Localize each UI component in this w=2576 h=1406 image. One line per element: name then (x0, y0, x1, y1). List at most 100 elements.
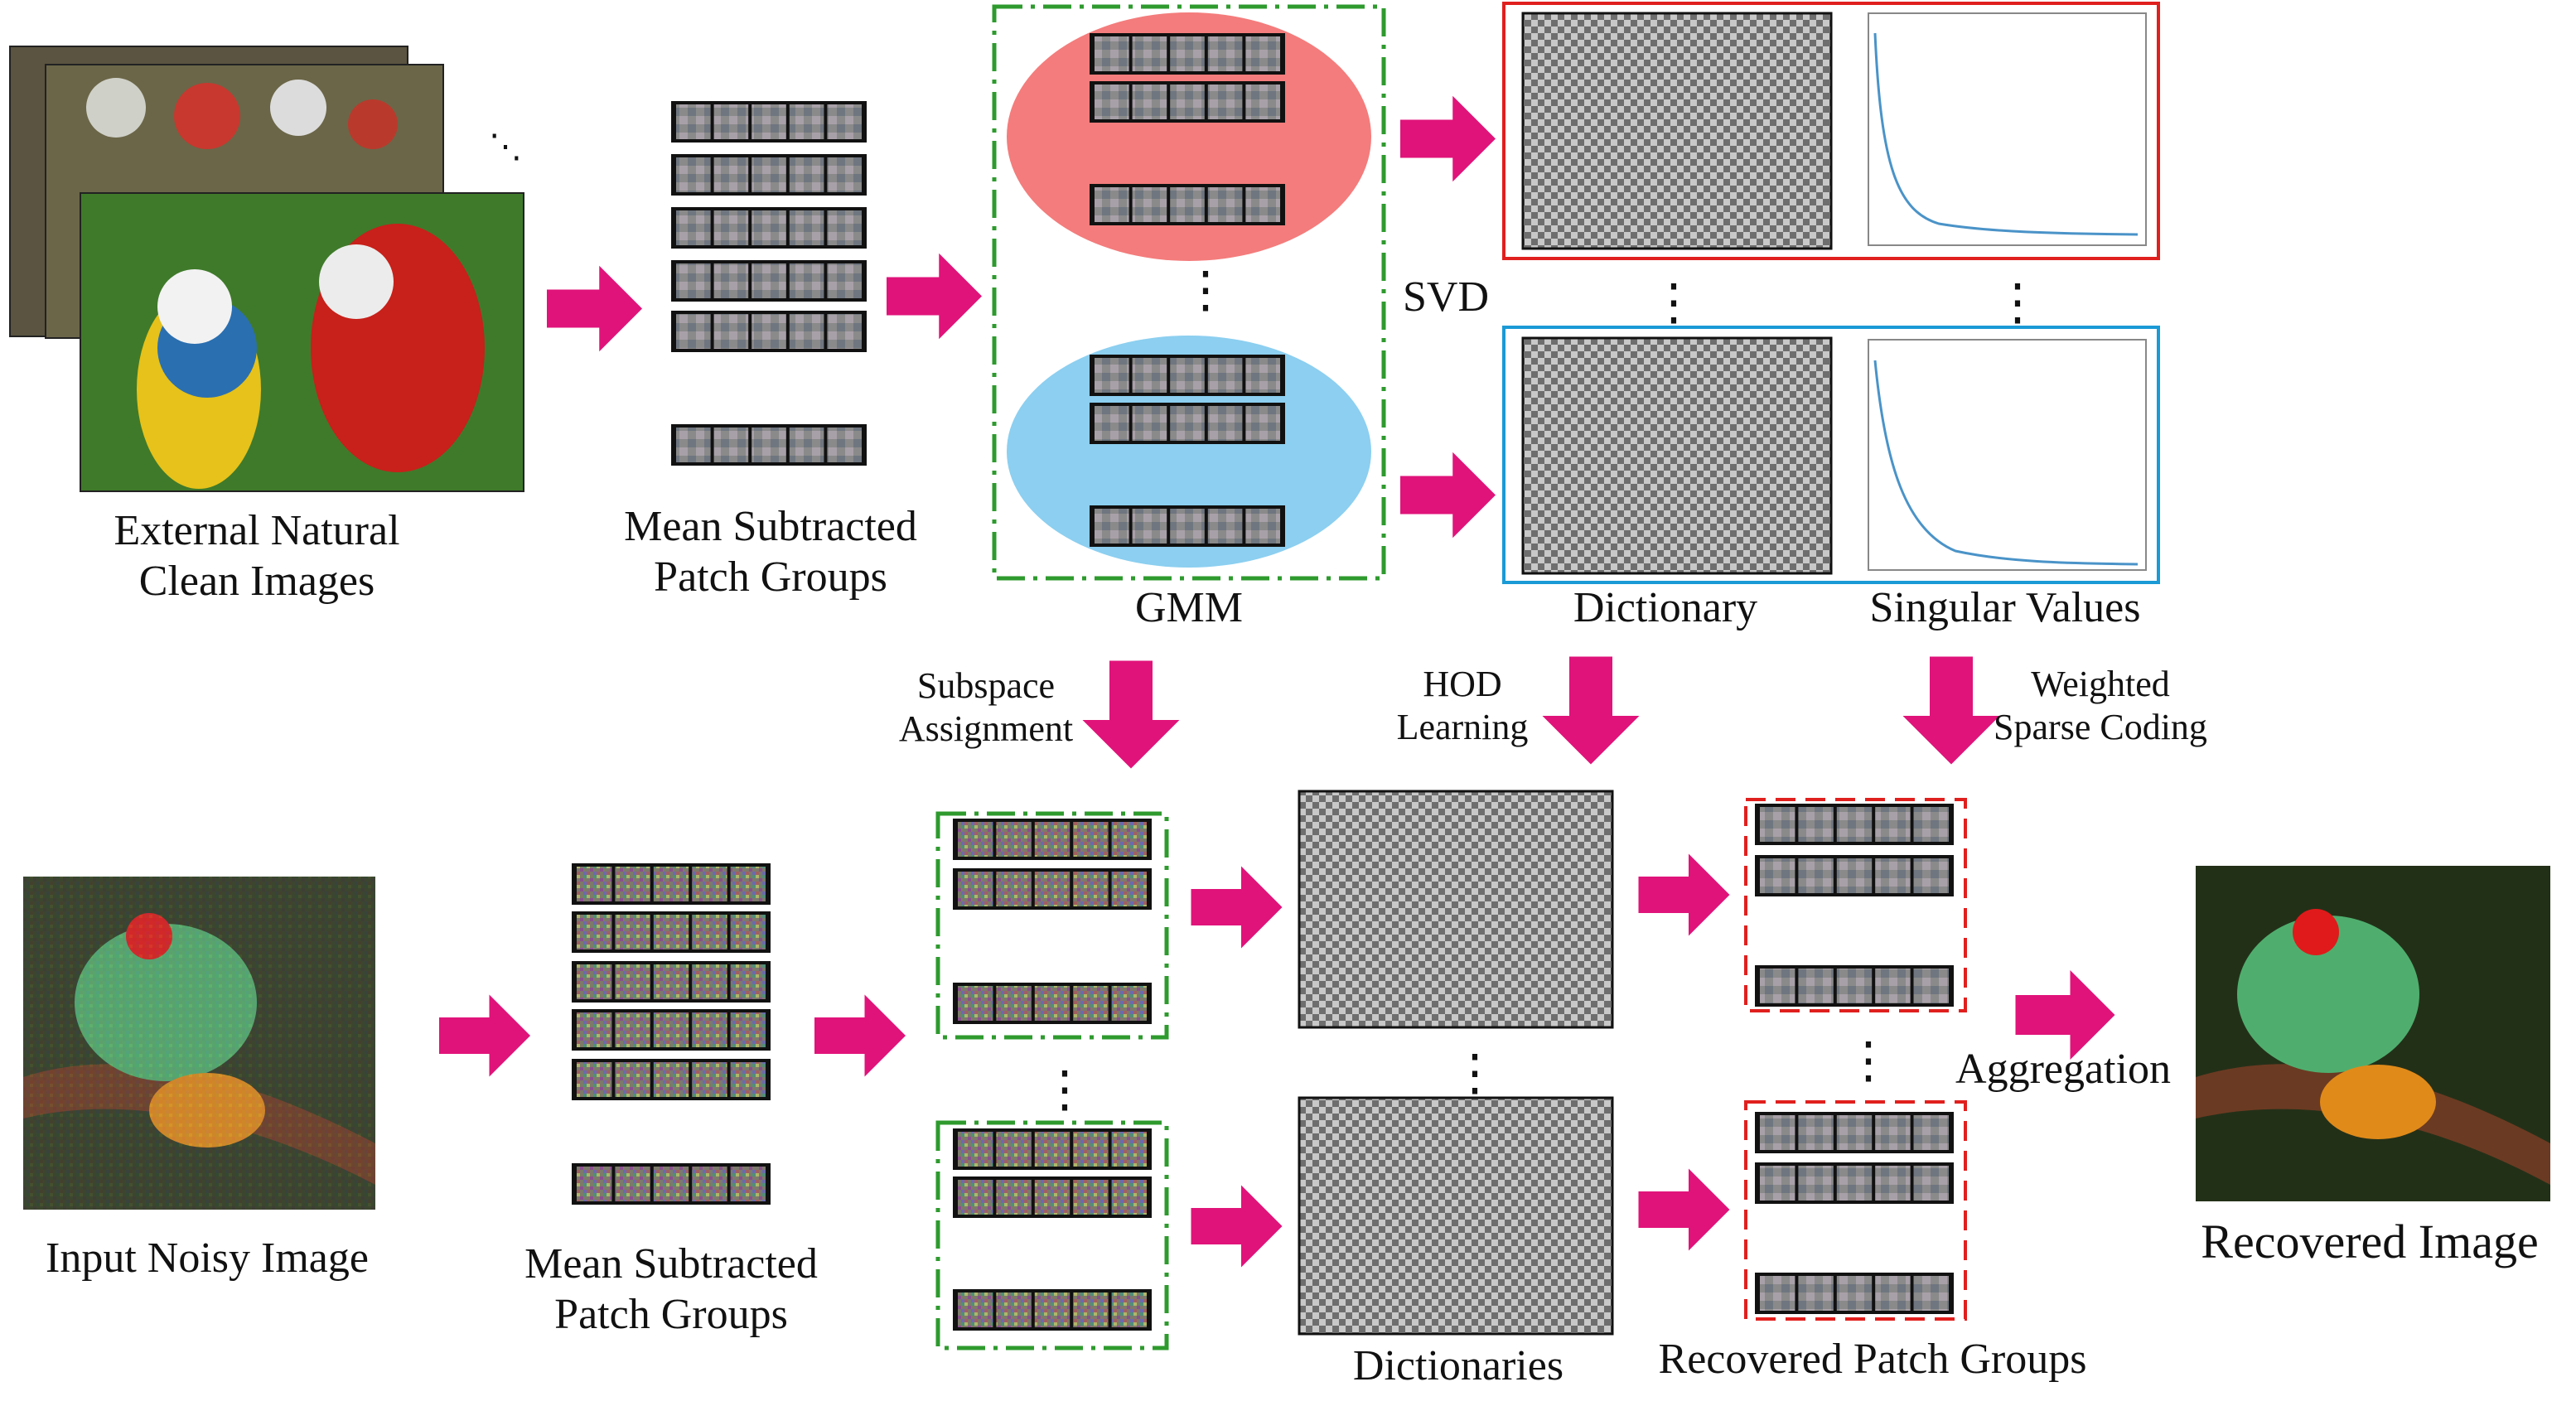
patch-cell (1132, 509, 1167, 544)
patch-cell (1034, 872, 1071, 906)
patch-cell (676, 428, 711, 462)
patch-cell (1073, 872, 1109, 906)
patch-cell (615, 964, 650, 999)
patch-cell (730, 964, 766, 999)
patch-cell (1111, 822, 1147, 857)
patch-cell (1170, 36, 1205, 71)
patch-cell (615, 1062, 650, 1097)
patch-cell (1111, 1132, 1147, 1167)
ellipsis-dots-icon: ⋮ (1450, 1046, 1500, 1100)
subspace-group-1 (953, 819, 1152, 1024)
arrow-right-icon (1191, 1185, 1283, 1268)
input-noisy-label: Input Noisy Image (46, 1234, 369, 1282)
hod-label-line1: HOD (1423, 664, 1502, 704)
patch-cell (692, 1062, 727, 1097)
patch-cell (789, 314, 824, 349)
patch-cell (1875, 1115, 1911, 1150)
patch-cell (827, 210, 862, 245)
patch-cell (676, 263, 711, 298)
external-clean-images: ⋱ (9, 46, 524, 492)
patch-cell (1095, 406, 1129, 441)
patch-cell (789, 104, 824, 139)
weighted-label-line2: Sparse Coding (1994, 706, 2207, 747)
svd-label: SVD (1402, 273, 1490, 321)
patch-cell (1760, 1166, 1795, 1201)
patch-cell (1875, 1166, 1911, 1201)
mean-subtracted-patch-groups-bottom (572, 863, 771, 1205)
dictionary-label: Dictionary (1573, 584, 1758, 631)
patch-cell (615, 1167, 650, 1201)
recovered-group-2 (1755, 1112, 1954, 1314)
patch-cell (713, 157, 749, 192)
patch-cell (752, 263, 786, 298)
patch-cell (730, 1167, 766, 1201)
patch-cell (958, 1132, 993, 1167)
ellipsis-dots-icon: ⋮ (1649, 275, 1699, 330)
patch-cell (1760, 858, 1795, 893)
patch-cell (1073, 1180, 1109, 1215)
patch-cell (1875, 807, 1911, 842)
patch-cell (1245, 509, 1280, 544)
patch-cell (653, 867, 689, 901)
subspace-group-2 (953, 1128, 1152, 1331)
patch-cell (1836, 807, 1873, 842)
patch-cell (653, 1062, 689, 1097)
patch-cell (653, 964, 689, 999)
gmm-cluster-top-patches (1090, 33, 1285, 225)
patch-cell (1760, 969, 1795, 1003)
mean-bottom-label-line2: Patch Groups (554, 1291, 788, 1339)
arrow-down-icon (1542, 656, 1640, 765)
arrow-right-icon (1191, 866, 1283, 949)
patch-cell (692, 964, 727, 999)
patch-cell (577, 1012, 612, 1047)
patch-cell (653, 1012, 689, 1047)
external-images-label-line1: External Natural (114, 507, 400, 554)
patch-cell (996, 1180, 1032, 1215)
dictionaries-label: Dictionaries (1352, 1342, 1564, 1389)
patch-cell (1095, 85, 1129, 119)
patch-cell (1913, 1166, 1949, 1201)
patch-cell (1095, 509, 1129, 544)
mean-subtracted-patch-groups-top (671, 101, 867, 466)
patch-cell (577, 1167, 612, 1201)
patch-cell (752, 104, 786, 139)
patch-cell (752, 428, 786, 462)
patch-cell (1132, 36, 1167, 71)
patch-cell (1245, 358, 1280, 393)
dictionaries-grids (1298, 790, 1614, 1336)
patch-cell (1836, 1115, 1873, 1150)
subspace-label-line1: Subspace (916, 665, 1056, 706)
patch-cell (958, 1180, 993, 1215)
ellipsis-dots-icon: ⋮ (1993, 275, 2042, 330)
patch-cell (692, 1167, 727, 1201)
patch-cell (713, 104, 749, 139)
patch-cell (1245, 406, 1280, 441)
patch-cell (730, 1062, 766, 1097)
patch-cell (958, 986, 993, 1021)
recovered-image (2196, 866, 2550, 1201)
patch-cell (577, 915, 612, 949)
patch-cell (1034, 822, 1071, 857)
patch-cell (789, 210, 824, 245)
hod-label-line2: Learning (1396, 706, 1529, 747)
patch-cell (577, 867, 612, 901)
patch-cell (1798, 969, 1834, 1003)
patch-cell (615, 1012, 650, 1047)
patch-cell (1245, 36, 1280, 71)
patch-cell (958, 872, 993, 906)
patch-cell (730, 915, 766, 949)
patch-cell (1034, 1132, 1071, 1167)
patch-cell (752, 314, 786, 349)
patch-cell (752, 210, 786, 245)
patch-cell (1836, 1166, 1873, 1201)
patch-cell (1913, 969, 1949, 1003)
arrow-down-icon (1082, 660, 1180, 769)
patch-cell (1111, 986, 1147, 1021)
patch-cell (676, 210, 711, 245)
recovered-image-label: Recovered Image (2201, 1215, 2539, 1268)
ellipsis-dots-icon: ⋮ (1181, 263, 1230, 317)
patch-cell (1245, 85, 1280, 119)
input-noisy-image (23, 877, 375, 1210)
arrow-right-icon (1638, 1168, 1730, 1251)
